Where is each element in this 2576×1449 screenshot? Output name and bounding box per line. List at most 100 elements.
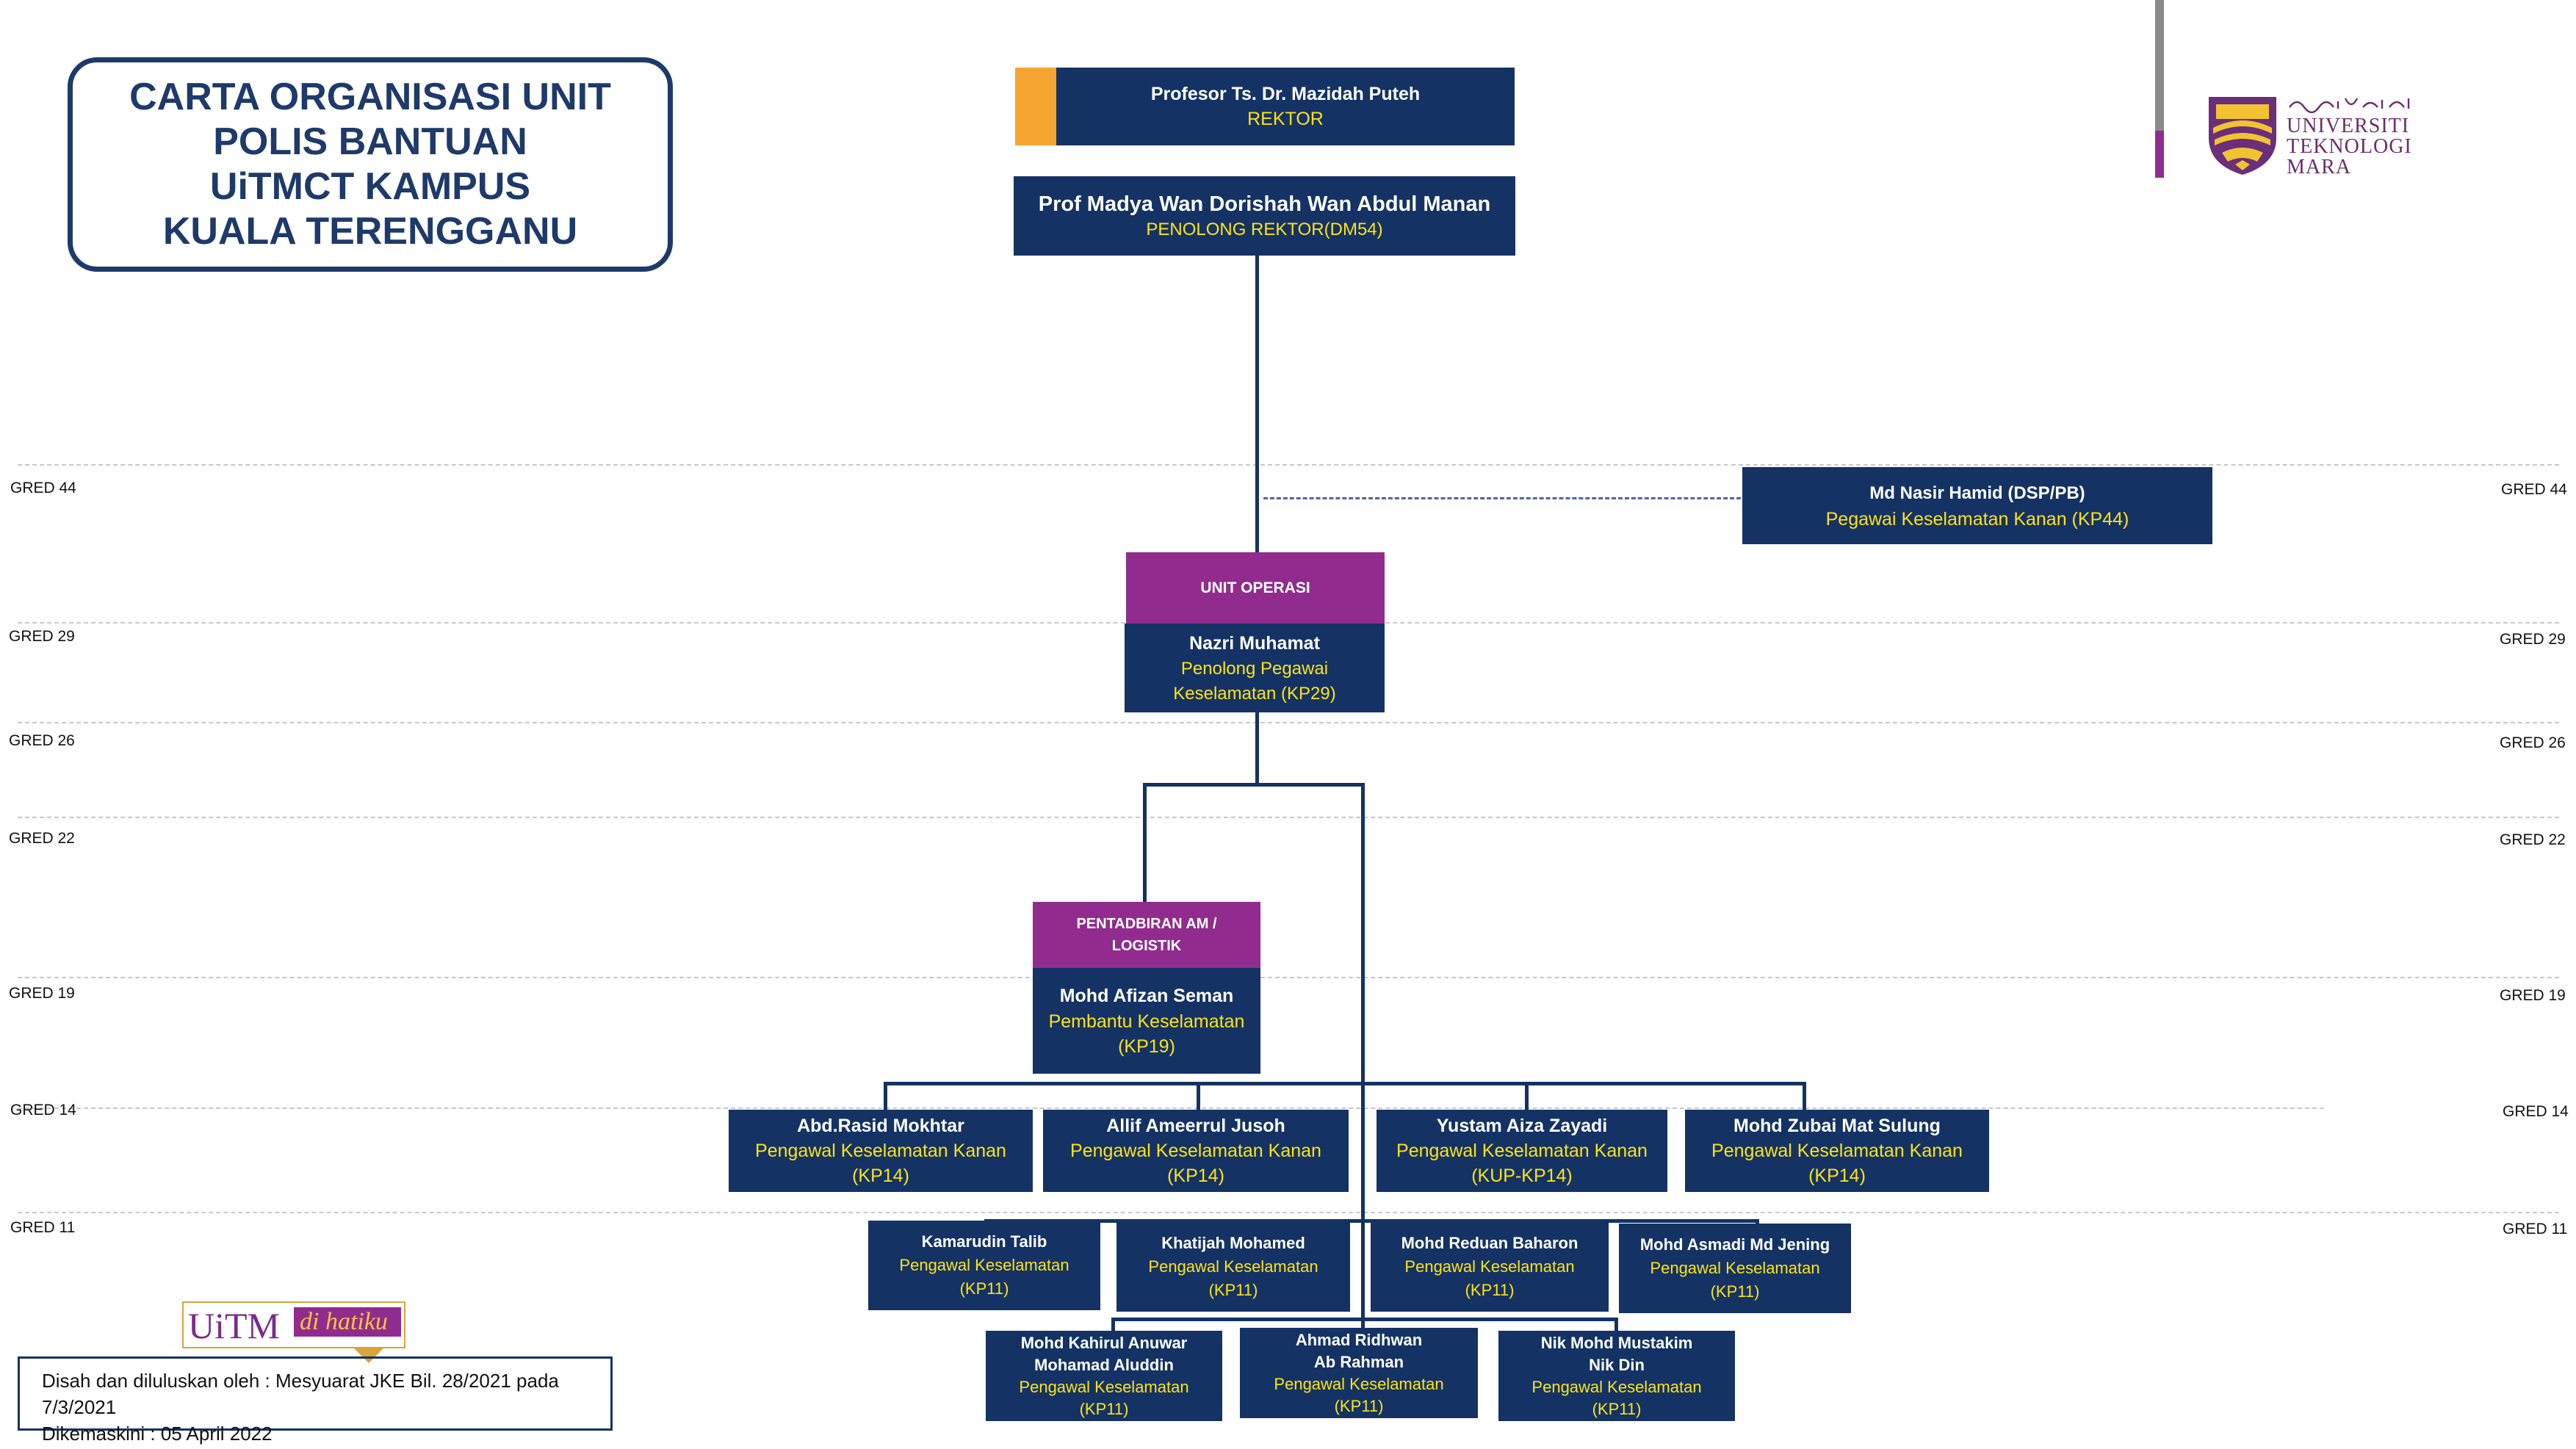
kp14-grade: (KUP-KP14) bbox=[1471, 1166, 1573, 1186]
pentadbiran-header: PENTADBIRAN AM / LOGISTIK bbox=[1033, 902, 1260, 968]
connector-dashed-pegawai-kanan bbox=[1263, 497, 1741, 499]
rektor-box: Profesor Ts. Dr. Mazidah Puteh REKTOR bbox=[1056, 68, 1515, 145]
kp11-role: Pengawal Keselamatan bbox=[1404, 1257, 1575, 1276]
kp14-role: Pengawal Keselamatan Kanan bbox=[1396, 1141, 1648, 1161]
kp11-role: Pengawal Keselamatan bbox=[1148, 1257, 1318, 1276]
kp14-name: Yustam Aiza Zayadi bbox=[1436, 1116, 1608, 1136]
rektor-role: REKTOR bbox=[1247, 109, 1324, 129]
grade-label-26-right: GRED 26 bbox=[2500, 734, 2566, 751]
pentadbiran-role-2: (KP19) bbox=[1118, 1036, 1175, 1057]
pentadbiran-box: Mohd Afizan Seman Pembantu Keselamatan (… bbox=[1033, 968, 1260, 1074]
kp14-role: Pengawal Keselamatan Kanan bbox=[1711, 1141, 1963, 1161]
accent-bar-grey bbox=[2155, 0, 2164, 131]
grade-label-22-left: GRED 22 bbox=[9, 830, 75, 847]
accent-bar-purple bbox=[2155, 131, 2164, 178]
grade-label-19-left: GRED 19 bbox=[9, 985, 75, 1002]
kp14-name: Abd.Rasid Mokhtar bbox=[797, 1116, 964, 1136]
approval-line: Disah dan diluluskan oleh : Mesyuarat JK… bbox=[42, 1370, 559, 1418]
approval-footer: Disah dan diluluskan oleh : Mesyuarat JK… bbox=[18, 1356, 613, 1445]
chart-title-line-1: CARTA ORGANISASI UNIT bbox=[129, 76, 611, 118]
grade-label-19-right: GRED 19 bbox=[2500, 987, 2566, 1004]
kp14-grade: (KP14) bbox=[852, 1166, 909, 1186]
updated-line: Dikemaskini : 05 April 2022 bbox=[42, 1423, 273, 1445]
grade-line-19 bbox=[18, 977, 2559, 978]
grade-label-11-left: GRED 11 bbox=[10, 1219, 76, 1236]
grade-label-11-right: GRED 11 bbox=[2503, 1221, 2568, 1237]
connector-kp11r2-drop-3 bbox=[1614, 1318, 1618, 1332]
unit-operasi-box: Nazri Muhamat Penolong Pegawai Keselamat… bbox=[1125, 624, 1385, 712]
grade-label-26-left: GRED 26 bbox=[9, 732, 75, 749]
connector-branch-horizontal bbox=[1143, 783, 1365, 787]
logo-text-mara: MARA bbox=[2287, 156, 2352, 178]
kp11-grade: (KP11) bbox=[959, 1279, 1009, 1298]
kp11-role: Pengawal Keselamatan bbox=[1650, 1259, 1820, 1277]
pegawai-kanan-role: Pegawai Keselamatan Kanan (KP44) bbox=[1825, 508, 2129, 530]
unit-operasi-header: UNIT OPERASI bbox=[1126, 552, 1385, 624]
pentadbiran-header-line-1: PENTADBIRAN AM / bbox=[1076, 916, 1217, 932]
jawi-script-icon bbox=[2289, 98, 2410, 113]
grade-label-29-left: GRED 29 bbox=[9, 628, 75, 645]
kp11-grade: (KP11) bbox=[1079, 1399, 1129, 1418]
kp11-grade: (KP11) bbox=[1592, 1399, 1642, 1418]
unit-operasi-role-1: Penolong Pegawai bbox=[1180, 658, 1329, 679]
kp11-grade: (KP11) bbox=[1710, 1282, 1760, 1301]
connector-kp14-bus bbox=[884, 1082, 1806, 1085]
connector-rektor-to-operasi bbox=[1255, 256, 1259, 553]
kp11-box: Mohd Asmadi Md Jening Pengawal Keselamat… bbox=[1619, 1224, 1851, 1313]
rektor-orange-tab bbox=[1015, 68, 1056, 145]
kp11-role: Pengawal Keselamatan bbox=[1019, 1377, 1189, 1396]
logo-text-teknologi: TEKNOLOGI bbox=[2287, 135, 2412, 158]
grade-label-22-right: GRED 22 bbox=[2500, 831, 2566, 848]
pegawai-kanan-box: Md Nasir Hamid (DSP/PB) Pegawai Keselama… bbox=[1742, 467, 2212, 544]
grade-label-44-left: GRED 44 bbox=[10, 480, 76, 496]
connector-operasi-down bbox=[1255, 712, 1259, 784]
badge-hatiku-label: di hatiku bbox=[294, 1307, 401, 1337]
kp11-box: Mohd Reduan Baharon Pengawal Keselamatan… bbox=[1371, 1222, 1609, 1312]
grade-label-14-left: GRED 14 bbox=[10, 1102, 76, 1119]
grade-line-14 bbox=[18, 1107, 2324, 1109]
uitm-crest-icon bbox=[2209, 97, 2276, 175]
unit-operasi-header-text: UNIT OPERASI bbox=[1200, 579, 1310, 596]
kp11-name-line-2: Ab Rahman bbox=[1313, 1352, 1404, 1371]
penolong-rektor-name: Prof Madya Wan Dorishah Wan Abdul Manan bbox=[1038, 192, 1491, 216]
kp14-name: Mohd Zubai Mat Sulung bbox=[1733, 1116, 1941, 1136]
grade-label-29-right: GRED 29 bbox=[2500, 631, 2566, 648]
grade-line-44 bbox=[18, 464, 2559, 466]
penolong-rektor-role: PENOLONG REKTOR(DM54) bbox=[1146, 220, 1383, 239]
badge-uitm-text: UiTM bbox=[188, 1305, 280, 1346]
kp14-role: Pengawal Keselamatan Kanan bbox=[755, 1141, 1006, 1161]
kp14-grade: (KP14) bbox=[1808, 1166, 1866, 1186]
kp11-role: Pengawal Keselamatan bbox=[899, 1256, 1069, 1274]
kp11-box: Nik Mohd Mustakim Nik Din Pengawal Kesel… bbox=[1498, 1331, 1735, 1421]
connector-kp11-bus bbox=[984, 1219, 1759, 1223]
kp11-name: Mohd Reduan Baharon bbox=[1401, 1234, 1579, 1252]
kp11-name: Mohd Asmadi Md Jening bbox=[1639, 1235, 1830, 1254]
kp11-name: Khatijah Mohamed bbox=[1161, 1234, 1305, 1252]
connector-kp11r2-drop-1 bbox=[1111, 1318, 1115, 1332]
kp11-grade: (KP11) bbox=[1334, 1396, 1384, 1415]
chart-title-box: CARTA ORGANISASI UNIT POLIS BANTUAN UiTM… bbox=[68, 57, 673, 272]
grade-label-44-right: GRED 44 bbox=[2501, 481, 2567, 498]
kp11-name: Kamarudin Talib bbox=[921, 1232, 1047, 1251]
kp11-name-line-1: Nik Mohd Mustakim bbox=[1540, 1333, 1693, 1352]
pentadbiran-name: Mohd Afizan Seman bbox=[1059, 986, 1234, 1006]
uitm-di-hatiku-badge: UiTM di hatiku bbox=[182, 1301, 405, 1348]
kp14-box: Mohd Zubai Mat Sulung Pengawal Keselamat… bbox=[1685, 1110, 1989, 1192]
chart-title-line-3: UiTMCT KAMPUS bbox=[209, 165, 531, 208]
grade-label-14-right: GRED 14 bbox=[2503, 1103, 2569, 1120]
kp11-role: Pengawal Keselamatan bbox=[1274, 1374, 1444, 1393]
connector-main-trunk bbox=[1361, 783, 1365, 1328]
connector-kp14-drop-1 bbox=[884, 1082, 887, 1110]
kp14-name: Allif Ameerrul Jusoh bbox=[1106, 1116, 1285, 1136]
logo-text-universiti: UNIVERSITI bbox=[2287, 115, 2410, 137]
kp11-box: Ahmad Ridhwan Ab Rahman Pengawal Keselam… bbox=[1240, 1328, 1478, 1418]
kp11-role: Pengawal Keselamatan bbox=[1531, 1377, 1702, 1396]
chart-title-line-2: POLIS BANTUAN bbox=[213, 120, 527, 163]
connector-to-pentadbiran bbox=[1143, 783, 1147, 902]
kp14-box: Yustam Aiza Zayadi Pengawal Keselamatan … bbox=[1377, 1110, 1667, 1192]
kp11-name-line-1: Mohd Kahirul Anuwar bbox=[1020, 1333, 1188, 1352]
kp11-name-line-2: Mohamad Aluddin bbox=[1034, 1355, 1174, 1374]
kp14-box: Abd.Rasid Mokhtar Pengawal Keselamatan K… bbox=[729, 1110, 1033, 1192]
kp14-grade: (KP14) bbox=[1167, 1166, 1224, 1186]
grade-line-26 bbox=[18, 722, 2559, 723]
